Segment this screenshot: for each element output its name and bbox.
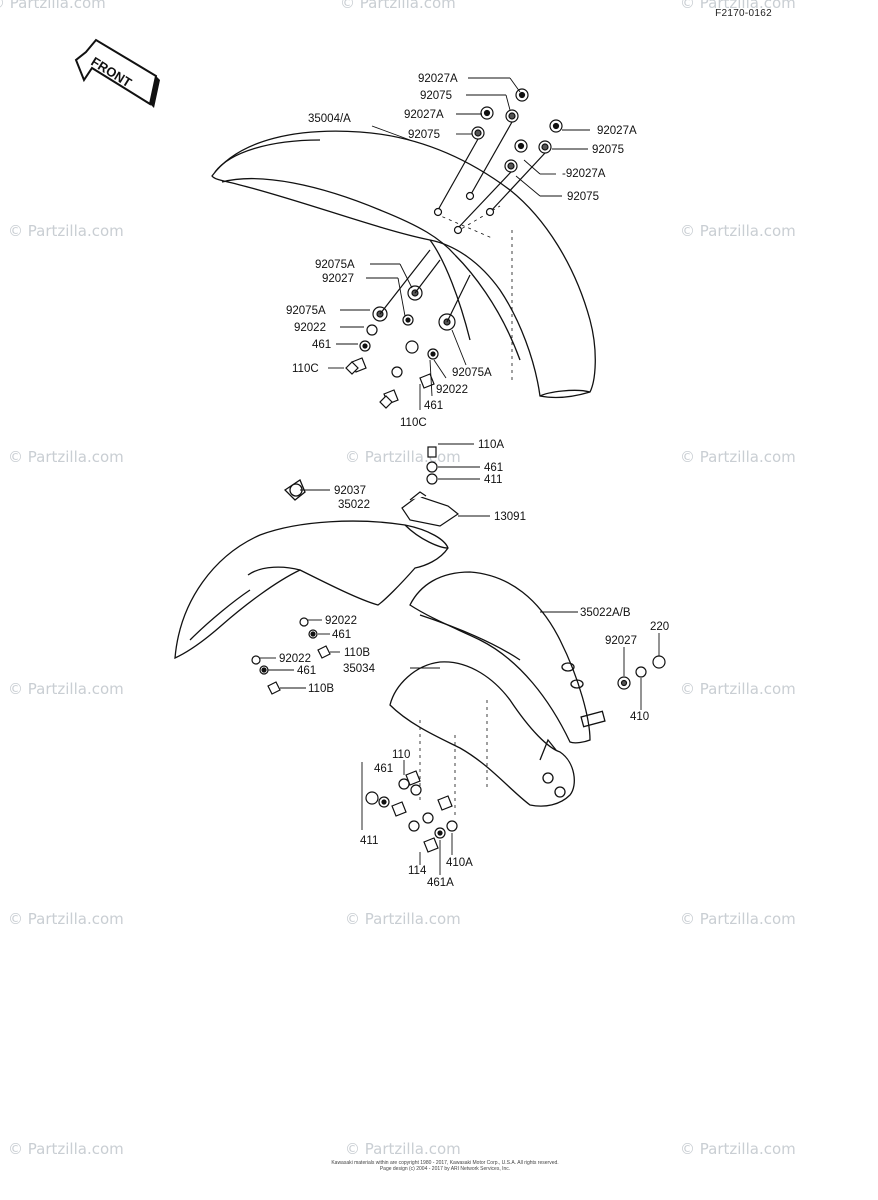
callout-411: 411 — [360, 835, 378, 847]
callout-35022AB: 35022A/B — [580, 607, 631, 619]
callout-35034: 35034 — [343, 663, 376, 675]
figure-code: F2170-0162 — [715, 8, 772, 19]
front-fender — [211, 130, 596, 399]
watermark: © Partzilla.com — [8, 1140, 124, 1158]
rear-flap-35034 — [389, 661, 575, 815]
callout-110B: 110B — [308, 683, 334, 695]
callout-35022: 35022 — [338, 499, 370, 511]
callout-92027A: 92027A — [404, 109, 444, 121]
watermark: © Partzilla.com — [680, 0, 796, 12]
callout-labels: 35004/A 92027A 92075 92027A 92075 92027A… — [279, 73, 669, 889]
callout-92027A: -92027A — [562, 168, 606, 180]
copyright-line-1: Kawasaki materials within are copyright … — [331, 1160, 559, 1166]
callout-92022: 92022 — [436, 384, 468, 396]
watermark: © Partzilla.com — [8, 680, 124, 698]
callout-410: 410 — [630, 711, 649, 723]
callout-461: 461 — [312, 339, 331, 351]
callout-92075: 92075 — [420, 90, 452, 102]
callout-92075A: 92075A — [315, 259, 355, 271]
callout-92022: 92022 — [294, 322, 326, 334]
callout-92037: 92037 — [334, 485, 366, 497]
callout-410A: 410A — [446, 857, 473, 869]
watermark: © Partzilla.com — [680, 910, 796, 928]
callout-92027A: 92027A — [418, 73, 458, 85]
watermark: © Partzilla.com — [680, 1140, 796, 1158]
callout-461A: 461A — [427, 877, 454, 889]
callout-92022: 92022 — [325, 615, 357, 627]
callout-461: 461 — [484, 462, 503, 474]
callout-110: 110 — [392, 749, 410, 761]
callout-461: 461 — [374, 763, 393, 775]
watermark: © Partzilla.com — [680, 448, 796, 466]
watermark: © Partzilla.com — [680, 680, 796, 698]
copyright-line-2: Page design (c) 2004 - 2017 by ARI Netwo… — [379, 1166, 511, 1172]
callout-92075: 92075 — [567, 191, 599, 203]
watermark: © Partzilla.com — [340, 0, 456, 12]
callout-92075: 92075 — [592, 144, 624, 156]
bracket-13091 — [401, 446, 460, 527]
watermark: © Partzilla.com — [8, 910, 124, 928]
callout-110B: 110B — [344, 647, 370, 659]
callout-92027: 92027 — [322, 273, 354, 285]
front-fender-hardware — [345, 88, 563, 409]
watermark: © Partzilla.com — [8, 448, 124, 466]
watermark: © Partzilla.com — [8, 222, 124, 240]
callout-110C: 110C — [292, 363, 319, 375]
callout-220: 220 — [650, 621, 669, 633]
callout-92027: 92027 — [605, 635, 637, 647]
callout-110C: 110C — [400, 417, 427, 429]
watermark: © Partzilla.com — [680, 222, 796, 240]
copyright-footer: Kawasaki materials within are copyright … — [300, 1160, 590, 1172]
rear-fender-35022 — [174, 479, 449, 660]
callout-92075A: 92075A — [286, 305, 326, 317]
front-arrow-icon: FRONT — [74, 38, 160, 108]
rear-hardware — [251, 617, 666, 853]
watermark: © Partzilla.com — [345, 448, 461, 466]
callout-92075: 92075 — [408, 129, 440, 141]
rear-fender-35022AB — [409, 571, 606, 744]
callout-13091: 13091 — [494, 511, 526, 523]
callout-35004A: 35004/A — [308, 113, 351, 125]
callout-92075A: 92075A — [452, 367, 492, 379]
watermark: © Partzilla.com — [345, 1140, 461, 1158]
callout-411: 411 — [484, 474, 502, 486]
callout-92027A: 92027A — [597, 125, 637, 137]
callout-461: 461 — [424, 400, 443, 412]
watermark: © Partzilla.com — [345, 910, 461, 928]
callout-461: 461 — [332, 629, 351, 641]
callout-92022: 92022 — [279, 653, 311, 665]
callout-114: 114 — [408, 865, 427, 877]
leader-lines — [260, 77, 660, 875]
watermark-layer: © Partzilla.com © Partzilla.com © Partzi… — [0, 0, 796, 1158]
callout-110A: 110A — [478, 439, 504, 451]
watermark: © Partzilla.com — [0, 0, 106, 12]
callout-461: 461 — [297, 665, 316, 677]
